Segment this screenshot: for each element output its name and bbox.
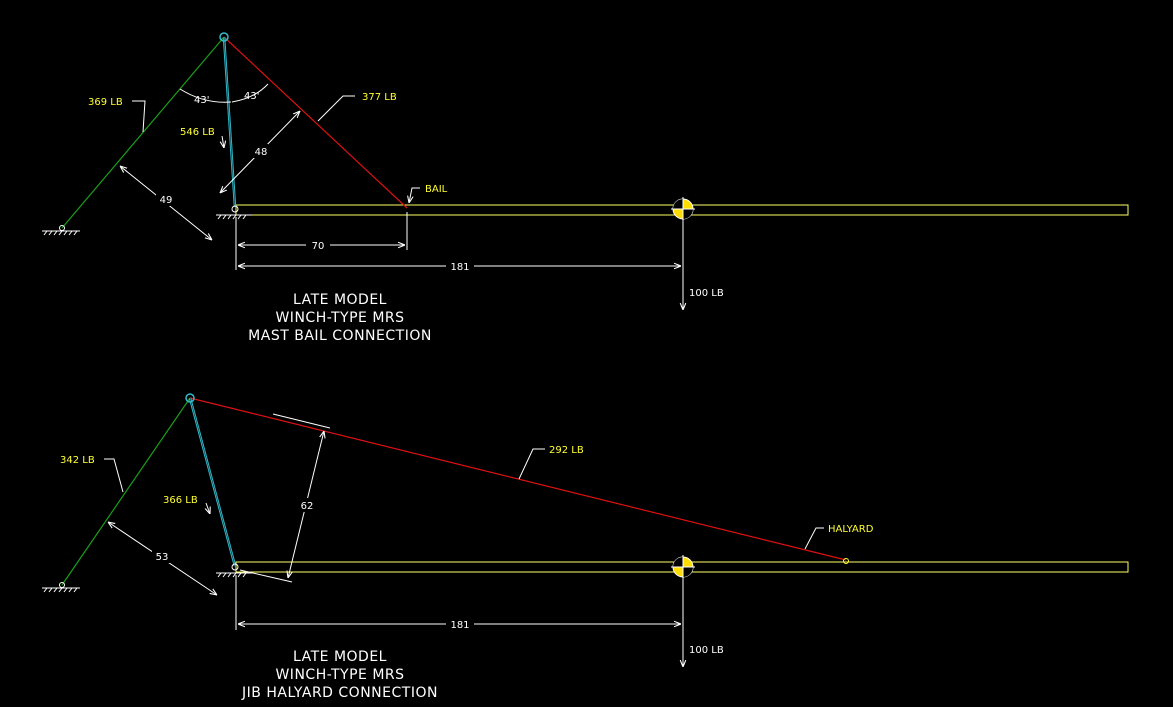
leader-369: 369 LB [88, 97, 146, 133]
svg-text:70: 70 [312, 241, 325, 252]
diagram-mast-bail: 100 LB 70 181 48 49 [42, 32, 1129, 344]
svg-text:BAIL: BAIL [425, 184, 448, 195]
title-2-line-3: JIB HALYARD CONNECTION [241, 685, 438, 701]
mast-1-inner [223, 36, 236, 208]
load-label-2: 100 LB [689, 645, 724, 656]
mast-2-inner [189, 397, 236, 567]
title-1-line-1: LATE MODEL [293, 292, 387, 308]
leader-292: 292 LB [518, 445, 584, 480]
cg-marker-2 [671, 555, 695, 583]
red-tension-line-2 [189, 397, 847, 561]
leader-bail: BAIL [409, 184, 448, 203]
svg-text:48: 48 [255, 147, 268, 158]
svg-text:49: 49 [160, 195, 173, 206]
svg-text:366 LB: 366 LB [163, 495, 198, 506]
cg-marker-1 [671, 197, 695, 225]
dimension-49: 49 [120, 166, 212, 240]
ground-support-mast-1 [216, 205, 252, 220]
leader-366: 366 LB [163, 495, 210, 514]
diagram-jib-halyard: 100 LB 181 62 53 342 LB [42, 393, 1129, 701]
title-1-line-2: WINCH-TYPE MRS [275, 310, 404, 326]
svg-text:377 LB: 377 LB [362, 92, 397, 103]
ground-support-mast-2 [216, 563, 252, 578]
svg-text:369 LB: 369 LB [88, 97, 123, 108]
svg-text:546 LB: 546 LB [180, 127, 215, 138]
svg-text:62: 62 [301, 501, 314, 512]
svg-text:181: 181 [450, 262, 469, 273]
dimension-62: 62 [239, 413, 331, 583]
leader-377: 377 LB [317, 92, 397, 122]
title-2-line-1: LATE MODEL [293, 649, 387, 665]
ground-support-left-1 [42, 225, 80, 236]
ground-support-left-2 [42, 582, 80, 593]
svg-text:HALYARD: HALYARD [828, 524, 874, 535]
dimension-181-2: 181 [235, 575, 684, 631]
dimension-70: 70 [235, 212, 408, 270]
load-label-1: 100 LB [689, 288, 724, 299]
svg-text:342 LB: 342 LB [60, 455, 95, 466]
dimension-53: 53 [108, 522, 217, 595]
svg-text:53: 53 [156, 552, 169, 563]
green-support-line-1 [61, 36, 225, 229]
red-tension-line-1 [223, 36, 408, 209]
dimension-181-1: 181 [238, 225, 684, 273]
green-support-line-2 [61, 397, 191, 586]
halyard-pin [843, 558, 849, 564]
angle-arcs-1: 43' 43' [179, 83, 269, 106]
mast-top-pin-2 [185, 393, 195, 403]
svg-text:43': 43' [194, 95, 209, 106]
mast-top-pin-1 [219, 32, 229, 42]
leader-342: 342 LB [60, 455, 124, 493]
leader-546: 546 LB [180, 127, 224, 148]
dimension-48: 48 [220, 111, 300, 193]
leader-halyard: HALYARD [804, 524, 874, 550]
svg-text:181: 181 [450, 620, 469, 631]
svg-text:43': 43' [244, 91, 259, 102]
title-1-line-3: MAST BAIL CONNECTION [248, 328, 432, 344]
svg-text:292 LB: 292 LB [549, 445, 584, 456]
title-2-line-2: WINCH-TYPE MRS [275, 667, 404, 683]
